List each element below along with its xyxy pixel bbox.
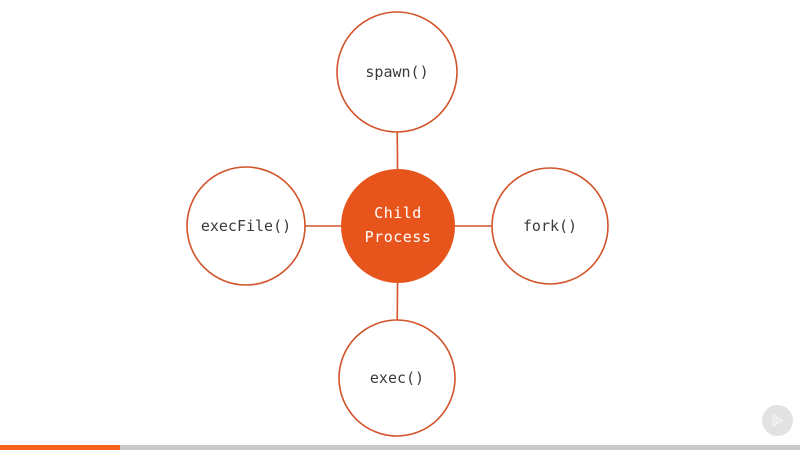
- node-spawn[interactable]: spawn(): [336, 11, 458, 133]
- play-button-watermark[interactable]: [762, 405, 793, 436]
- node-spawn-label: spawn(): [365, 63, 428, 81]
- node-child-process-circle: [341, 169, 455, 283]
- progress-bar-fill: [0, 445, 120, 450]
- node-child-process-label-line1: Child: [374, 204, 422, 222]
- play-triangle-icon: [772, 414, 783, 427]
- node-exec[interactable]: exec(): [338, 319, 456, 437]
- node-fork[interactable]: fork(): [491, 167, 609, 285]
- node-fork-label: fork(): [523, 217, 577, 235]
- node-fork-circle: [491, 167, 609, 285]
- node-child-process[interactable]: Child Process: [341, 169, 455, 283]
- node-exec-circle: [338, 319, 456, 437]
- node-execfile-label: execFile(): [201, 217, 291, 235]
- node-execfile-circle: [186, 166, 306, 286]
- node-child-process-label-line2: Process: [365, 228, 432, 246]
- node-spawn-circle: [336, 11, 458, 133]
- progress-bar-track[interactable]: [0, 445, 800, 450]
- node-execfile[interactable]: execFile(): [186, 166, 306, 286]
- node-exec-label: exec(): [370, 369, 424, 387]
